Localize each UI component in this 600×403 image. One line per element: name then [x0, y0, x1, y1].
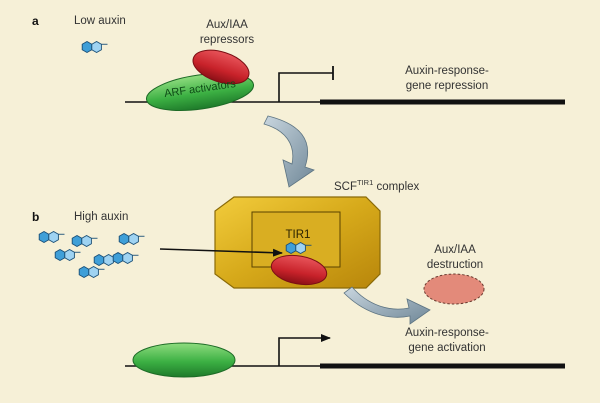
- auxin-molecule-low: [81, 41, 108, 53]
- tir1-label: TIR1: [285, 229, 311, 241]
- scf-complex-label: SCFTIR1 complex: [334, 178, 420, 193]
- repressor-label-line1: Aux/IAA: [206, 19, 248, 31]
- auxin-molecule-high-1: [38, 231, 65, 243]
- gene-repression-label-line1: Auxin-response-: [405, 65, 489, 77]
- arf-activator-b: [132, 342, 236, 378]
- auxin-molecule-high-2: [71, 235, 98, 247]
- destruction-label-line2: destruction: [426, 259, 484, 271]
- gene-repression-label-line2: gene repression: [405, 80, 489, 92]
- panel-b: [38, 196, 565, 378]
- destruction-label-line1: Aux/IAA: [434, 244, 476, 256]
- auxin-binding-arrow: [159, 248, 283, 257]
- promoter-repressed-symbol: [278, 72, 333, 102]
- auxin-molecule-high-6: [112, 252, 139, 264]
- auxin-molecule-high-4: [54, 249, 81, 261]
- panel-a: [81, 41, 565, 111]
- gene-activation-label-line1: Auxin-response-: [405, 327, 489, 339]
- high-auxin-label: High auxin: [74, 211, 129, 223]
- low-auxin-label: Low auxin: [74, 15, 126, 27]
- destruction-arrow: [343, 286, 431, 325]
- gene-activation-label-line2: gene activation: [408, 342, 486, 354]
- panel-b-letter: b: [32, 210, 40, 224]
- aux-iaa-destroyed: [423, 273, 485, 305]
- repressor-label-line2: repressors: [199, 34, 255, 46]
- aux-iaa-bound: [270, 254, 328, 286]
- auxin-molecule-high-7: [78, 266, 105, 278]
- auxin-molecule-high-3: [118, 233, 145, 245]
- panel-a-letter: a: [32, 14, 39, 28]
- transition-arrow-down: [263, 115, 315, 188]
- aux-iaa-repressor-a: [192, 49, 250, 85]
- promoter-activated-symbol: [278, 334, 331, 366]
